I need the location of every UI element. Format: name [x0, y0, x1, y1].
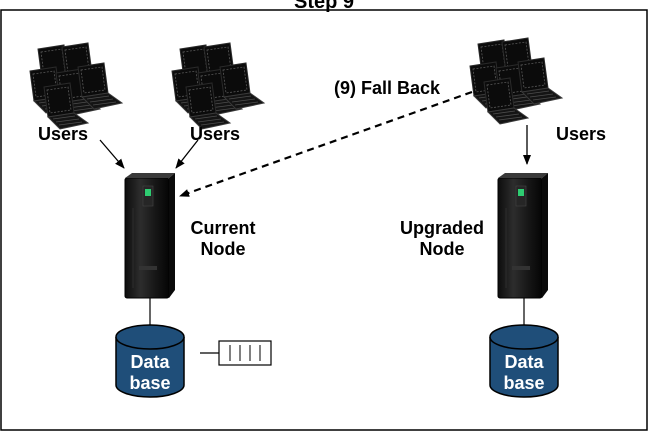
fall-back-arrow [179, 90, 473, 198]
current-node-server-icon [124, 172, 176, 299]
users-label-middle: Users [190, 124, 241, 144]
laptop-cluster-icon [30, 43, 122, 129]
database-right-label: Data base [490, 352, 558, 393]
diagram-title: Step 9 [293, 0, 355, 13]
current-node-label: Current Node [186, 218, 260, 259]
queue-icon [200, 340, 272, 366]
laptop-cluster-icon [470, 38, 562, 124]
upgraded-node-server-icon [497, 172, 549, 299]
fall-back-label: (9) Fall Back [334, 78, 441, 98]
database-left-label: Data base [116, 352, 184, 393]
current-node-label-line1: Current [190, 218, 256, 238]
diagram-frame [0, 9, 648, 431]
users-label-right: Users [556, 124, 607, 144]
database-right-label-line2: base [503, 372, 545, 393]
laptop-cluster-icon [172, 43, 264, 129]
current-node-label-line2: Node [200, 238, 246, 259]
arrow-users-left-to-current [99, 139, 125, 169]
database-left-label-line2: base [129, 372, 171, 393]
database-right-label-line1: Data [504, 352, 544, 372]
upgraded-node-label-line2: Node [419, 238, 465, 259]
upgraded-node-label: Upgraded Node [392, 218, 492, 259]
upgraded-node-label-line1: Upgraded [399, 218, 484, 238]
arrow-users-middle-to-current [175, 139, 199, 169]
users-label-left: Users [38, 124, 89, 144]
database-left-label-line1: Data [130, 352, 170, 372]
